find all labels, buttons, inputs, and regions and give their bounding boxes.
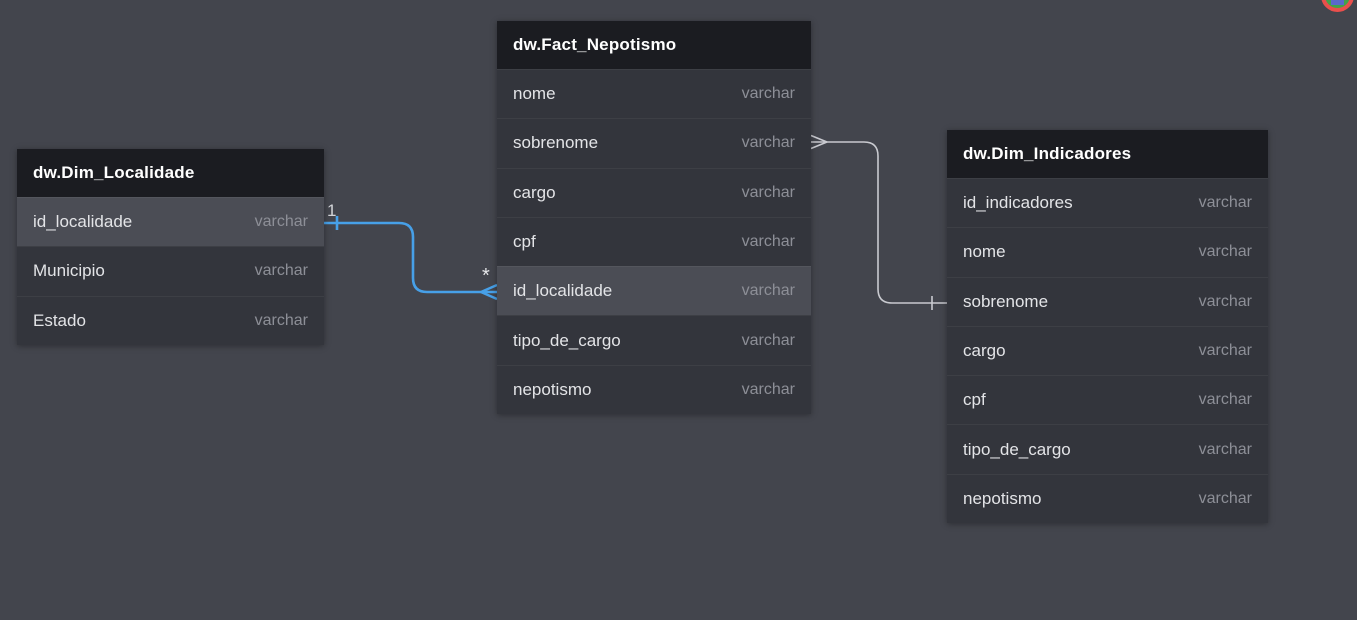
table-row[interactable]: cpf varchar [947, 375, 1268, 424]
field-name: nepotismo [963, 488, 1042, 508]
field-name: id_indicadores [963, 193, 1073, 213]
table-header[interactable]: dw.Fact_Nepotismo [497, 21, 811, 69]
field-name: sobrenome [963, 291, 1049, 311]
field-type: varchar [1198, 440, 1252, 458]
crow-foot-many-icon [810, 134, 828, 150]
table-row[interactable]: nepotismo varchar [497, 364, 811, 414]
field-name: cargo [513, 182, 556, 202]
field-type: varchar [741, 380, 795, 398]
table-row[interactable]: nome varchar [497, 69, 811, 118]
table-row[interactable]: cargo varchar [947, 325, 1268, 375]
field-name: id_localidade [33, 212, 133, 232]
field-name: id_localidade [513, 281, 613, 301]
field-name: nepotismo [513, 379, 592, 399]
table-row[interactable]: Estado varchar [17, 295, 324, 345]
relationship-localidade-fact[interactable] [324, 216, 498, 301]
table-row[interactable]: tipo_de_cargo varchar [497, 315, 811, 364]
field-name: sobrenome [513, 133, 599, 153]
field-type: varchar [254, 262, 308, 280]
field-type: varchar [741, 85, 795, 103]
relationship-line[interactable] [324, 221, 497, 294]
field-name: nome [513, 84, 556, 104]
field-type: varchar [741, 331, 795, 349]
table-row[interactable]: nepotismo varchar [947, 473, 1268, 523]
table-row[interactable]: sobrenome varchar [497, 118, 811, 167]
field-name: tipo_de_cargo [513, 330, 621, 350]
field-name: nome [963, 242, 1006, 262]
table-row[interactable]: Municipio varchar [17, 246, 324, 295]
table-row[interactable]: id_indicadores varchar [947, 178, 1268, 227]
field-type: varchar [741, 282, 795, 300]
relationship-fact-indicadores[interactable] [810, 134, 947, 311]
table-header[interactable]: dw.Dim_Localidade [17, 149, 324, 197]
extension-badge-inner-icon [1331, 0, 1344, 5]
field-type: varchar [741, 134, 795, 152]
field-type: varchar [1198, 194, 1252, 212]
field-type: varchar [254, 213, 308, 231]
field-name: cpf [513, 232, 536, 252]
field-type: varchar [1198, 243, 1252, 261]
field-name: Estado [33, 310, 86, 330]
table-row[interactable]: id_localidade varchar [17, 197, 324, 247]
field-type: varchar [741, 183, 795, 201]
table-dim-indicadores[interactable]: dw.Dim_Indicadores id_indicadores varcha… [947, 130, 1268, 524]
field-name: cargo [963, 341, 1006, 361]
field-name: Municipio [33, 261, 105, 281]
table-row[interactable]: cargo varchar [497, 167, 811, 217]
field-type: varchar [1198, 391, 1252, 409]
field-type: varchar [1198, 489, 1252, 507]
field-type: varchar [1198, 292, 1252, 310]
table-row[interactable]: sobrenome varchar [947, 276, 1268, 326]
field-type: varchar [741, 233, 795, 251]
crow-foot-many-icon [480, 283, 498, 301]
table-row[interactable]: id_localidade varchar [497, 266, 811, 316]
table-header[interactable]: dw.Dim_Indicadores [947, 130, 1268, 178]
table-row[interactable]: cpf varchar [497, 216, 811, 266]
table-row[interactable]: tipo_de_cargo varchar [947, 424, 1268, 473]
field-type: varchar [1198, 342, 1252, 360]
table-row[interactable]: nome varchar [947, 227, 1268, 276]
field-name: tipo_de_cargo [963, 439, 1071, 459]
table-fact-nepotismo[interactable]: dw.Fact_Nepotismo nome varchar sobrenome… [497, 21, 811, 415]
field-type: varchar [254, 311, 308, 329]
field-name: cpf [963, 390, 986, 410]
relationship-line[interactable] [811, 141, 947, 304]
table-dim-localidade[interactable]: dw.Dim_Localidade id_localidade varchar … [17, 149, 324, 345]
